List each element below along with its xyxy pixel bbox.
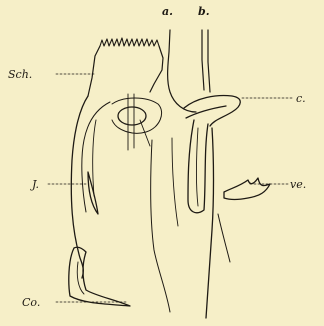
leader-lines bbox=[48, 74, 292, 302]
serrated-crest bbox=[100, 38, 159, 46]
label-a: a. bbox=[162, 6, 173, 17]
oval-organ bbox=[118, 107, 146, 125]
label-co: Co. bbox=[22, 297, 40, 308]
central-column-inner bbox=[197, 128, 199, 206]
label-ve: ve. bbox=[290, 179, 306, 190]
label-c: c. bbox=[296, 93, 306, 104]
structure-co bbox=[69, 247, 130, 306]
body-outline-right bbox=[206, 128, 214, 318]
central-lines bbox=[128, 94, 150, 150]
structure-b bbox=[202, 30, 210, 92]
structure-a bbox=[168, 30, 196, 112]
structure-c bbox=[184, 96, 240, 127]
label-j: J. bbox=[32, 179, 39, 190]
oval-surround bbox=[112, 98, 162, 133]
mid-descending bbox=[151, 140, 170, 312]
body-outline-right-2 bbox=[218, 214, 230, 262]
upper-block bbox=[88, 46, 163, 96]
body-inner-left bbox=[82, 102, 110, 212]
structure-ve bbox=[224, 178, 270, 200]
mid-descending-2 bbox=[172, 138, 178, 226]
label-sch: Sch. bbox=[8, 69, 32, 80]
body-inner-left-2 bbox=[93, 120, 96, 196]
label-b: b. bbox=[198, 6, 210, 17]
